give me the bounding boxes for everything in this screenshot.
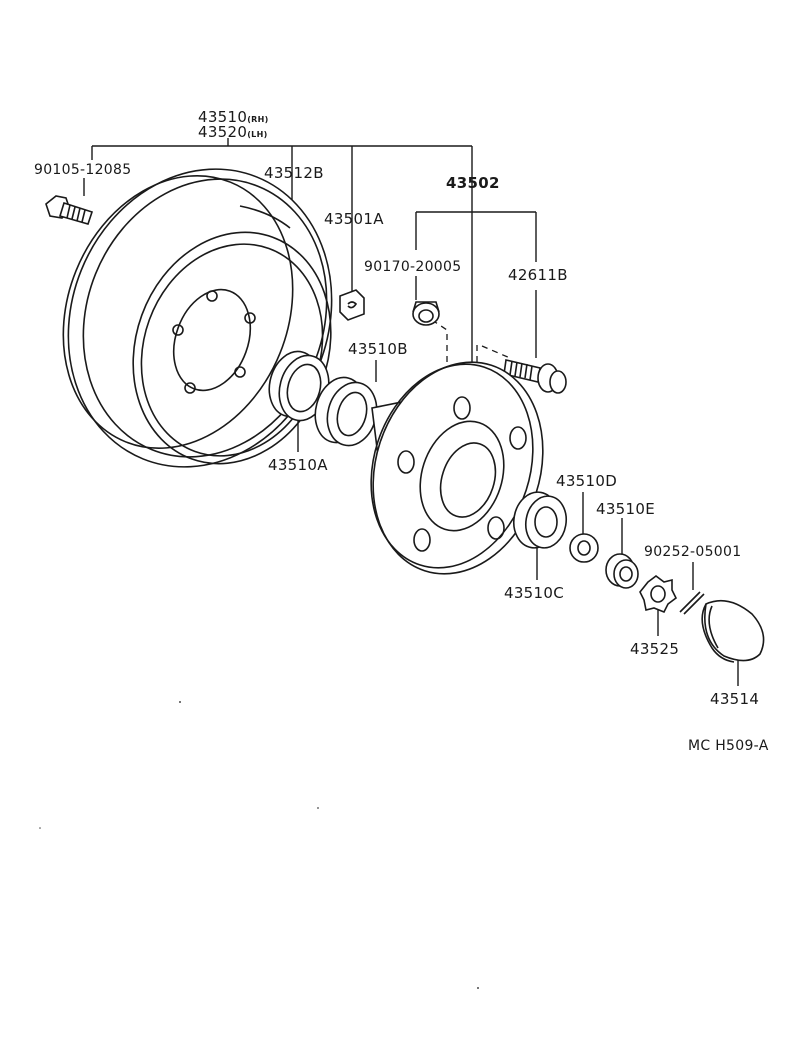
part-labels: 43510(RH) 43520(LH) 90105-12085 43512B 4… — [34, 108, 769, 754]
label-washer-d: 43510D — [556, 472, 617, 490]
clip-part — [339, 289, 365, 321]
stud-part — [503, 359, 567, 394]
label-seal-a: 43510A — [268, 456, 328, 474]
label-bearing-c: 43510C — [504, 584, 564, 602]
hub-nut-part — [605, 553, 639, 589]
label-drum: 43512B — [264, 164, 324, 182]
label-bolt: 90105-12085 — [34, 162, 131, 178]
label-cap: 43514 — [710, 690, 759, 708]
cotter-pin-part — [679, 591, 705, 615]
diagram-code: MC H509-A — [688, 738, 769, 754]
scan-specks — [39, 701, 479, 989]
bolt-part — [45, 195, 94, 225]
label-pin: 90252-05001 — [644, 544, 741, 560]
label-nut-e: 43510E — [596, 500, 655, 518]
label-lock: 43525 — [630, 640, 679, 658]
leader-lines — [83, 138, 739, 686]
label-clip: 43501A — [324, 210, 384, 228]
outer-bearing-part — [512, 491, 568, 549]
inner-bearing-part — [314, 376, 378, 447]
nut-lock-part — [639, 575, 678, 614]
nut-90170-part — [412, 301, 440, 326]
label-assembly-rh: 43510(RH) — [198, 108, 269, 126]
label-stud: 42611B — [508, 266, 568, 284]
label-assembly-lh: 43520(LH) — [198, 123, 268, 141]
label-hub: 43502 — [446, 174, 500, 192]
washer-part — [569, 533, 599, 563]
label-bearing-b: 43510B — [348, 340, 408, 358]
brake-drum-part — [62, 168, 333, 468]
label-nut-90170: 90170-20005 — [364, 259, 461, 275]
grease-cap-part — [701, 599, 765, 663]
hub-part — [370, 361, 544, 575]
